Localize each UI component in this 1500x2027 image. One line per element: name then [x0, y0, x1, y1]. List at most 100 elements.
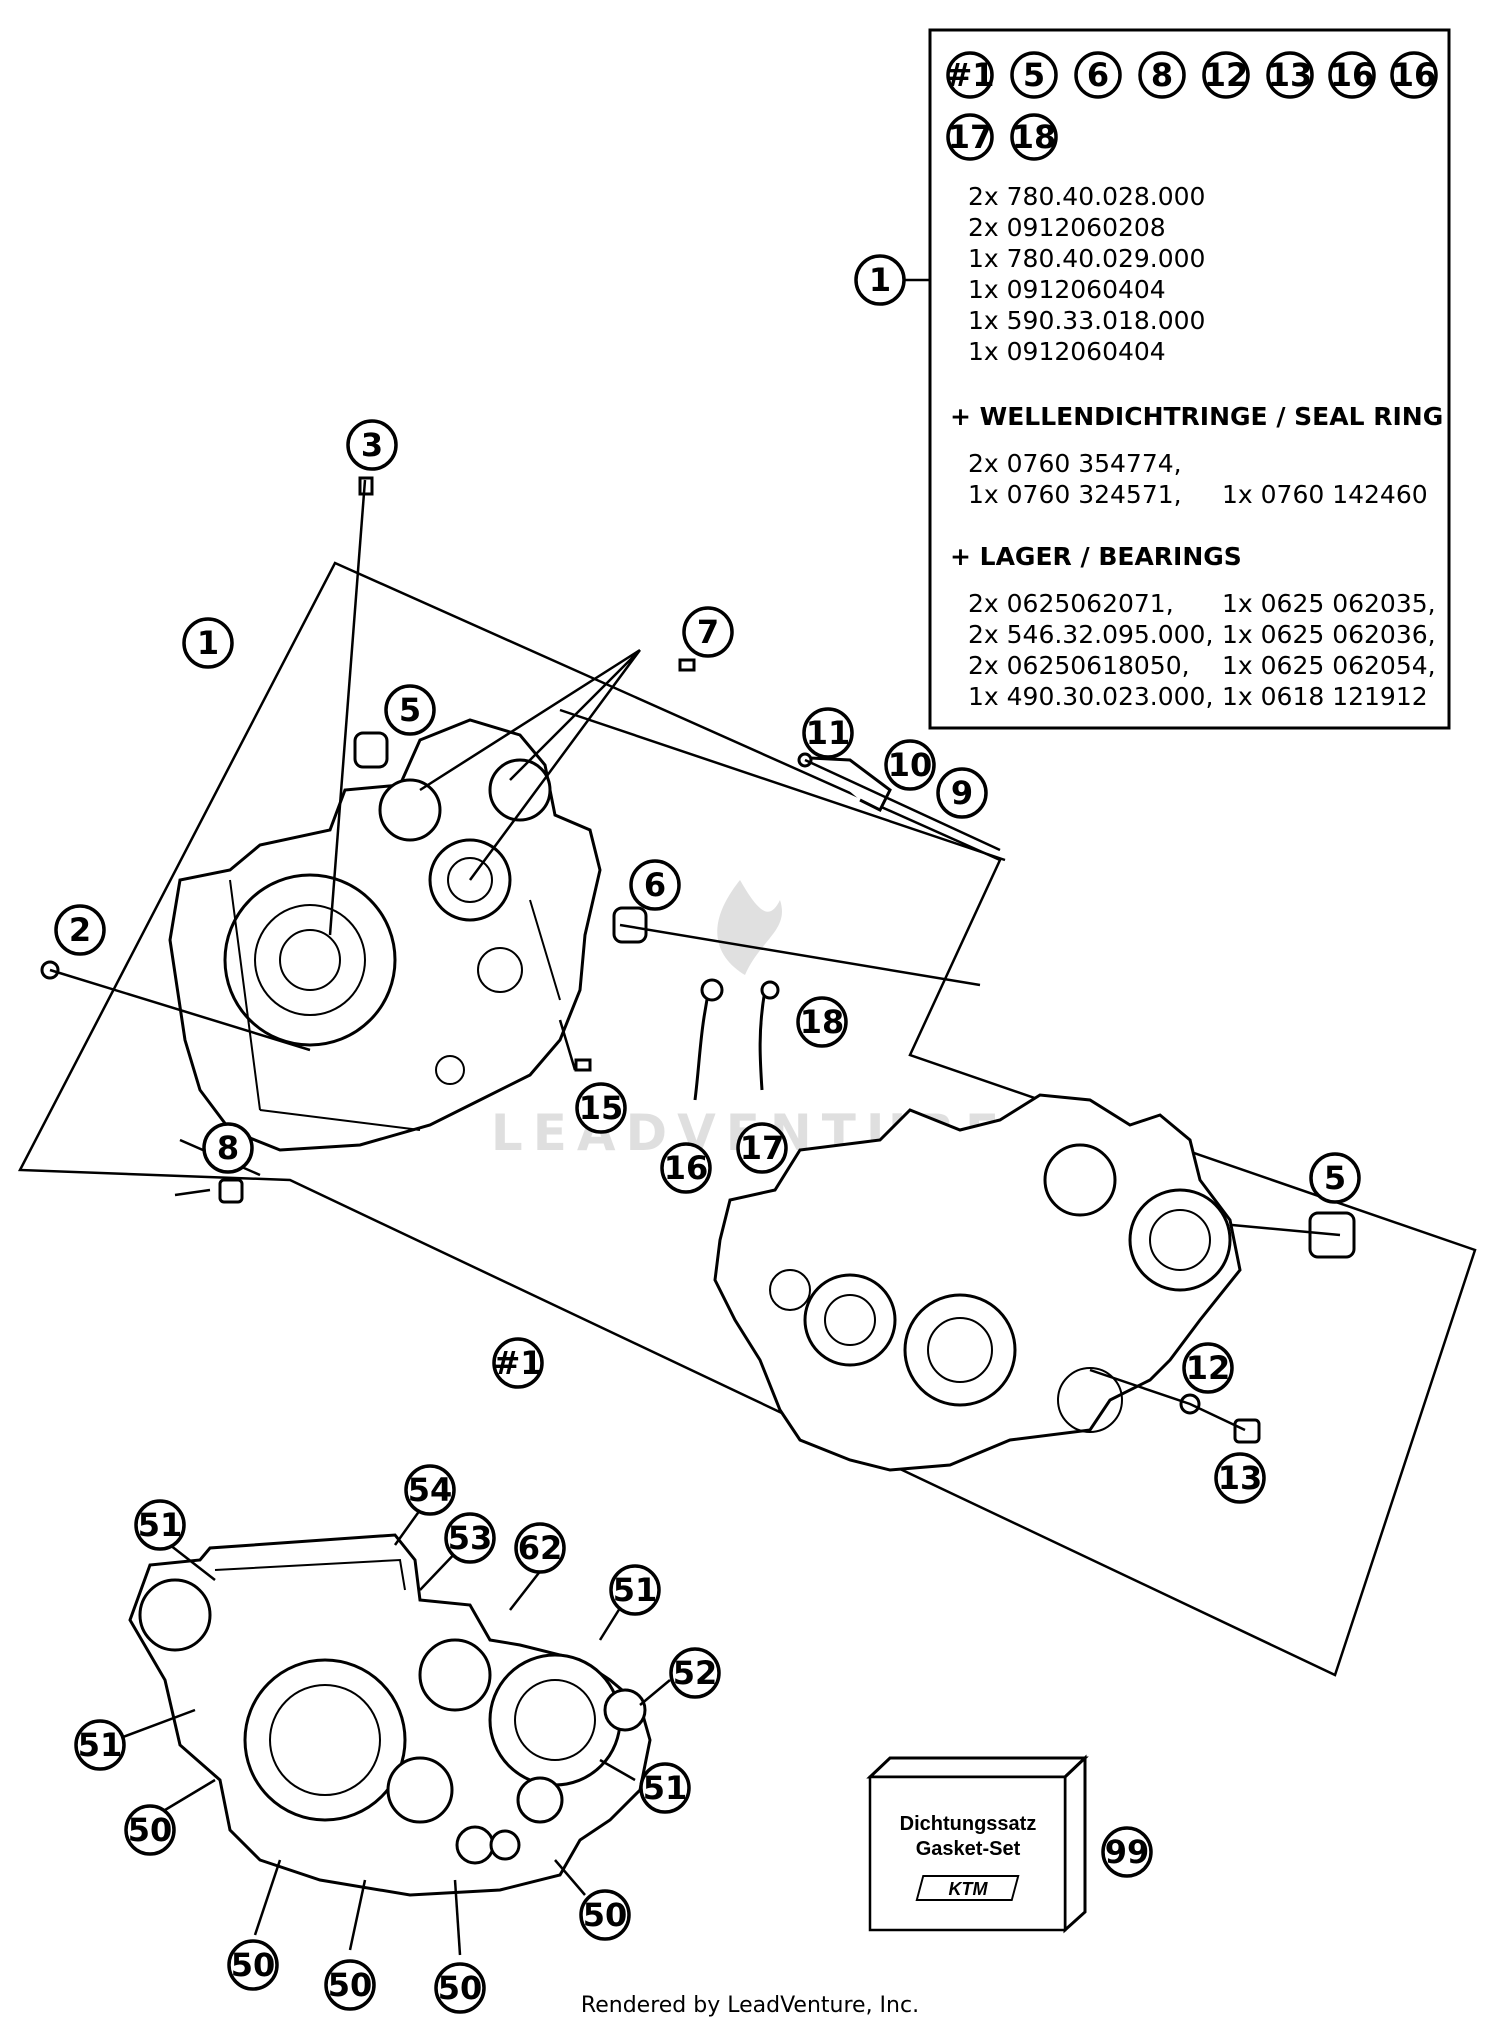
bearing-right-4: 1x 0618 121912 — [1222, 682, 1428, 711]
callout-8[interactable]: 8 — [202, 1122, 254, 1174]
svg-text:17: 17 — [948, 118, 993, 156]
svg-text:50: 50 — [438, 1969, 483, 2007]
svg-text:1: 1 — [197, 624, 219, 662]
kit-badge-hash1: #1 — [945, 51, 995, 99]
callout-54[interactable]: 54 — [404, 1464, 456, 1516]
callout-16[interactable]: 16 — [660, 1142, 712, 1194]
callout-hash1[interactable]: #1 — [492, 1337, 544, 1389]
callout-15[interactable]: 15 — [575, 1082, 627, 1134]
callout-5-right[interactable]: 5 — [1309, 1152, 1361, 1204]
svg-text:11: 11 — [806, 714, 851, 752]
callout-11[interactable]: 11 — [802, 707, 854, 759]
svg-text:12: 12 — [1186, 1349, 1231, 1387]
callout-53[interactable]: 53 — [444, 1512, 496, 1564]
callout-1-kit[interactable]: 1 — [854, 254, 906, 306]
gasket-set-label-de: Dichtungssatz — [900, 1813, 1037, 1835]
svg-text:8: 8 — [217, 1129, 239, 1167]
svg-text:16: 16 — [1392, 56, 1437, 94]
callout-17[interactable]: 17 — [736, 1122, 788, 1174]
kit-info-box: #1 5 6 8 12 13 16 16 17 18 2x 780.40.028… — [928, 28, 1451, 730]
svg-text:6: 6 — [644, 866, 666, 904]
svg-text:15: 15 — [579, 1089, 624, 1127]
svg-text:51: 51 — [643, 1769, 688, 1807]
svg-text:99: 99 — [1105, 1833, 1150, 1871]
callout-50-right[interactable]: 50 — [579, 1889, 631, 1941]
svg-text:5: 5 — [1324, 1159, 1346, 1197]
callout-50-bottom-1[interactable]: 50 — [227, 1939, 279, 1991]
kit-part-4: 1x 0912060404 — [968, 275, 1166, 304]
kit-part-5: 1x 590.33.018.000 — [968, 306, 1205, 335]
callout-50-bottom-2[interactable]: 50 — [324, 1959, 376, 2011]
svg-text:9: 9 — [951, 774, 973, 812]
svg-text:12: 12 — [1204, 56, 1249, 94]
kit-part-6: 1x 0912060404 — [968, 337, 1166, 366]
leader-lines — [49, 479, 1341, 1432]
kit-badge-16b: 16 — [1390, 51, 1438, 99]
svg-text:51: 51 — [78, 1726, 123, 1764]
svg-text:53: 53 — [448, 1519, 493, 1557]
kit-badge-16a: 16 — [1328, 51, 1376, 99]
gasket-view-leaders — [114, 1509, 671, 1956]
kit-badge-8: 8 — [1138, 51, 1186, 99]
callout-50-bottom-3[interactable]: 50 — [434, 1962, 486, 2014]
seal-line-2b: 1x 0760 142460 — [1222, 480, 1428, 509]
callout-10[interactable]: 10 — [884, 739, 936, 791]
svg-text:#1: #1 — [945, 56, 994, 94]
svg-text:62: 62 — [518, 1529, 563, 1567]
bearing-right-3: 1x 0625 062054, — [1222, 651, 1436, 680]
callout-52[interactable]: 52 — [669, 1647, 721, 1699]
kit-part-1: 2x 780.40.028.000 — [968, 182, 1205, 211]
bearings-heading: + LAGER / BEARINGS — [950, 542, 1242, 571]
svg-text:13: 13 — [1218, 1459, 1263, 1497]
callout-7[interactable]: 7 — [682, 606, 734, 658]
callout-3[interactable]: 3 — [346, 419, 398, 471]
callout-51-top-left[interactable]: 51 — [134, 1499, 186, 1551]
bearing-right-1: 1x 0625 062035, — [1222, 589, 1436, 618]
svg-text:50: 50 — [128, 1811, 173, 1849]
svg-text:6: 6 — [1087, 56, 1109, 94]
svg-text:5: 5 — [399, 691, 421, 729]
footer-credit: Rendered by LeadVenture, Inc. — [581, 1993, 919, 2018]
kit-badge-18: 18 — [1010, 113, 1058, 161]
svg-text:#1: #1 — [493, 1344, 542, 1382]
kit-part-2: 2x 0912060208 — [968, 213, 1166, 242]
callout-6[interactable]: 6 — [629, 859, 681, 911]
callout-99[interactable]: 99 — [1101, 1826, 1153, 1878]
callout-51-top-right[interactable]: 51 — [609, 1564, 661, 1616]
callout-18[interactable]: 18 — [796, 996, 848, 1048]
svg-text:2: 2 — [69, 911, 91, 949]
svg-text:10: 10 — [888, 746, 933, 784]
bearing-left-2: 2x 546.32.095.000, — [968, 620, 1213, 649]
callout-51-right[interactable]: 51 — [639, 1762, 691, 1814]
callout-1[interactable]: 1 — [182, 617, 234, 669]
ktm-logo: KTM — [949, 1879, 989, 1899]
callout-13[interactable]: 13 — [1214, 1452, 1266, 1504]
bearing-right-2: 1x 0625 062036, — [1222, 620, 1436, 649]
svg-text:1: 1 — [869, 261, 891, 299]
callout-62[interactable]: 62 — [514, 1522, 566, 1574]
seal-line-1: 2x 0760 354774, — [968, 449, 1182, 478]
callout-51-left[interactable]: 51 — [74, 1719, 126, 1771]
kit-badge-13: 13 — [1266, 51, 1314, 99]
callout-50-left[interactable]: 50 — [124, 1804, 176, 1856]
kit-badge-12: 12 — [1202, 51, 1250, 99]
kit-badge-5: 5 — [1010, 51, 1058, 99]
svg-text:50: 50 — [328, 1966, 373, 2004]
svg-text:50: 50 — [583, 1896, 628, 1934]
callout-12[interactable]: 12 — [1182, 1342, 1234, 1394]
svg-text:16: 16 — [1330, 56, 1375, 94]
callout-5-left[interactable]: 5 — [384, 684, 436, 736]
svg-text:51: 51 — [138, 1506, 183, 1544]
callout-2[interactable]: 2 — [54, 904, 106, 956]
svg-text:13: 13 — [1268, 56, 1313, 94]
kit-part-3: 1x 780.40.029.000 — [968, 244, 1205, 273]
svg-text:8: 8 — [1151, 56, 1173, 94]
kit-badge-6: 6 — [1074, 51, 1122, 99]
kit-badge-17: 17 — [946, 113, 994, 161]
svg-text:17: 17 — [740, 1129, 785, 1167]
left-crankcase-half — [168, 718, 602, 1152]
svg-text:52: 52 — [673, 1654, 718, 1692]
svg-text:18: 18 — [800, 1003, 845, 1041]
callout-9[interactable]: 9 — [936, 767, 988, 819]
